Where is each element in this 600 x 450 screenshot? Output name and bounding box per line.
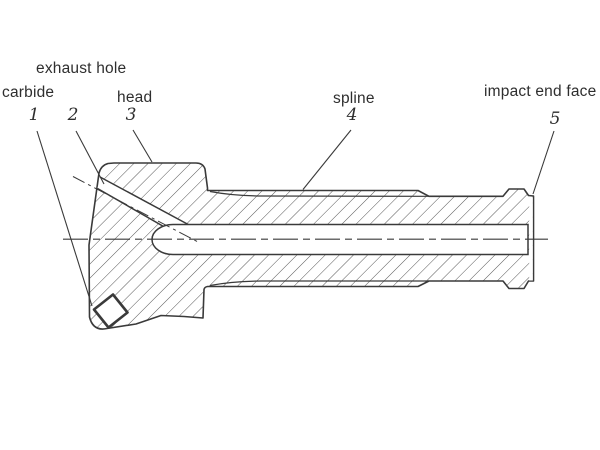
- leader-line-3: [132, 129, 153, 163]
- callout-number-3: 3: [125, 105, 137, 125]
- callout-number-4: 4: [346, 105, 358, 125]
- leader-line-4: [302, 129, 352, 190]
- leader-line-2: [75, 130, 105, 185]
- spline-root-lines: [209, 190, 430, 287]
- label-exhaust-hole: exhaust hole: [36, 60, 127, 77]
- callout-number-2: 2: [67, 105, 79, 125]
- callout-number-1: 1: [28, 105, 40, 125]
- leader-lines: [36, 129, 555, 307]
- label-spline: spline: [333, 90, 375, 107]
- label-head: head: [117, 89, 153, 106]
- leader-line-5: [532, 130, 555, 195]
- leader-line-1: [36, 130, 93, 307]
- label-impact-end-face: impact end face: [484, 83, 597, 100]
- carbide-button: [92, 293, 129, 329]
- callout-number-5: 5: [549, 109, 561, 129]
- label-carbide: carbide: [2, 84, 55, 101]
